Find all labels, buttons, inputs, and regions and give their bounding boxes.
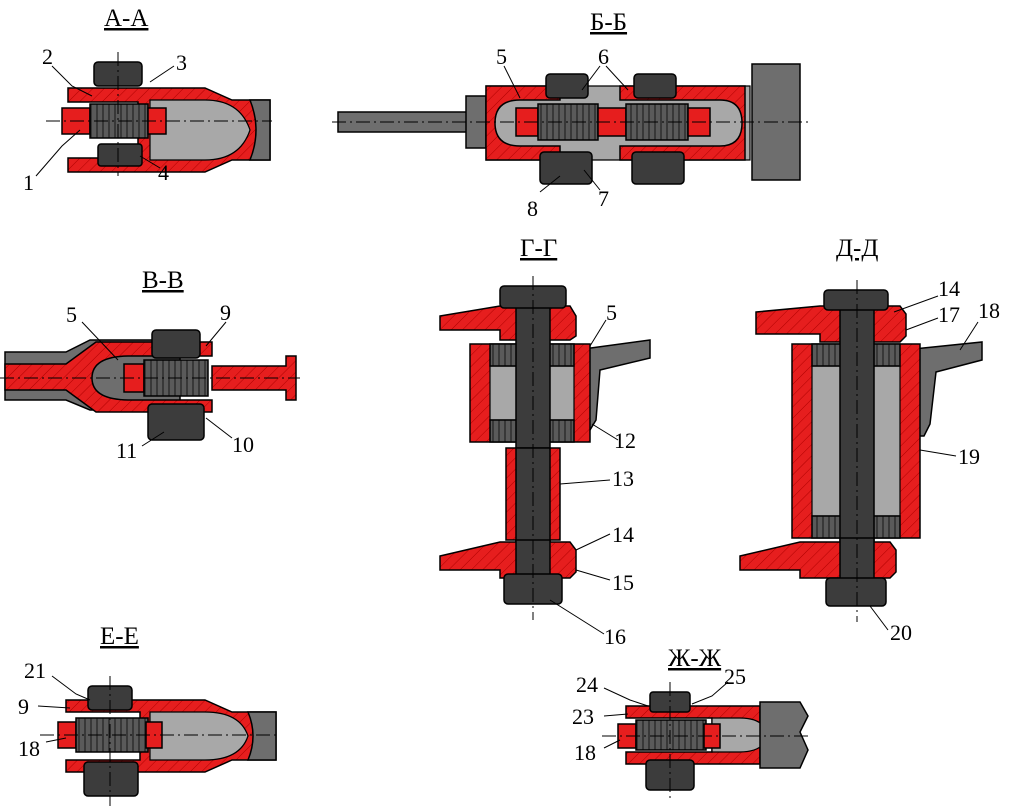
label-zh-18: 18 [574,740,596,765]
vv-leader-9 [205,321,227,347]
zh-spline [635,719,707,751]
label-aa-3: 3 [176,50,187,75]
gg-leader-5 [589,319,607,347]
label-gg-14: 14 [612,522,634,547]
bb-nut-1 [545,73,589,99]
vv-leader-10 [205,417,233,439]
bb-nut-4 [631,151,685,185]
label-bb-8: 8 [527,196,538,221]
label-dd-18: 18 [978,298,1000,323]
label-gg-12: 12 [614,428,636,453]
gg-leader-13 [559,479,611,485]
label-vv-9: 9 [220,300,231,325]
vv-leader-11 [141,431,165,447]
gg-leader-12 [591,423,619,441]
dd-leader-18 [959,321,979,351]
label-ee-9: 9 [18,694,29,719]
section-title-gg: Г-Г [520,235,557,262]
label-bb-5: 5 [496,44,507,69]
dd-leader-17 [905,317,939,331]
label-aa-4: 4 [158,160,169,185]
section-zhzh: Ж-Ж 24 25 23 18 [572,645,812,800]
dd-leader-19 [919,449,957,457]
section-ee: Е-Е 21 9 18 [18,623,278,806]
section-title-vv: В-В [142,267,184,294]
ee-leader-21 [51,675,91,701]
dd-leader-20 [869,605,889,631]
label-gg-16: 16 [604,624,626,649]
bb-nut-3 [539,151,593,185]
section-aa: А-А 1 2 3 4 [23,5,272,195]
bb-nut-2 [633,73,677,99]
section-title-bb: Б-Б [590,9,627,36]
ee-nut-bottom [83,761,139,797]
label-aa-1: 1 [23,170,34,195]
ee-leader-9 [37,705,71,709]
section-title-ee: Е-Е [100,623,139,650]
section-dd: Д-Д 14 17 18 19 20 [739,235,1000,645]
dd-top-plate [755,305,907,343]
label-gg-13: 13 [612,466,634,491]
zh-shank [759,701,809,769]
aa-leader-3 [149,65,175,83]
aa-leader-4 [139,155,161,169]
ee-shank [246,711,277,761]
vv-nut-bottom [147,403,205,441]
label-vv-5: 5 [66,302,77,327]
dd-nut [825,577,887,607]
label-zh-23: 23 [572,704,594,729]
zh-leader-24 [603,687,649,707]
label-dd-14: 14 [938,276,960,301]
bb-leader-6b [605,65,629,91]
zh-leader-25 [691,681,729,705]
label-zh-25: 25 [724,664,746,689]
aa-leader-1 [35,129,81,177]
bb-leader-7 [583,169,601,191]
label-zh-24: 24 [576,672,598,697]
ee-eye-cavity [149,711,249,761]
aa-leader-2 [51,65,93,97]
section-title-zhzh: Ж-Ж [668,645,722,672]
label-dd-17: 17 [938,302,960,327]
dd-bolt-head [823,289,889,311]
bb-eye-right [619,85,746,161]
bb-leader-8 [539,175,561,193]
gg-leader-14 [575,533,611,551]
label-vv-10: 10 [232,432,254,457]
label-gg-5: 5 [606,300,617,325]
section-title-dd: Д-Д [836,235,878,262]
bb-leader-5 [503,65,521,99]
dd-leader-14 [893,295,939,313]
vv-nut-top [151,329,201,359]
label-bb-6: 6 [598,44,609,69]
label-vv-11: 11 [116,438,137,463]
zh-leader-23 [603,713,629,717]
vv-leader-5 [81,321,119,361]
section-gg: Г-Г 5 12 13 14 15 16 [439,235,651,649]
bb-leader-6a [581,65,601,91]
section-vv: В-В 5 9 10 11 [0,267,300,463]
gg-bottom-plate [439,541,577,579]
gg-top-plate [439,305,577,341]
gg-leader-16 [549,599,605,635]
label-ee-18: 18 [18,736,40,761]
aa-eye-cavity [149,99,251,161]
label-ee-21: 21 [24,658,46,683]
label-bb-7: 7 [598,186,609,211]
ee-leader-18 [45,737,67,743]
zh-leader-18 [603,739,621,749]
section-bb: Б-Б 5 6 7 8 [332,9,810,221]
aa-nut-bottom [97,143,143,167]
label-dd-20: 20 [890,620,912,645]
aa-shank [248,99,271,161]
label-dd-19: 19 [958,444,980,469]
label-aa-2: 2 [42,44,53,69]
label-gg-15: 15 [612,570,634,595]
section-title-aa: А-А [104,5,148,32]
gg-leader-15 [575,569,611,581]
